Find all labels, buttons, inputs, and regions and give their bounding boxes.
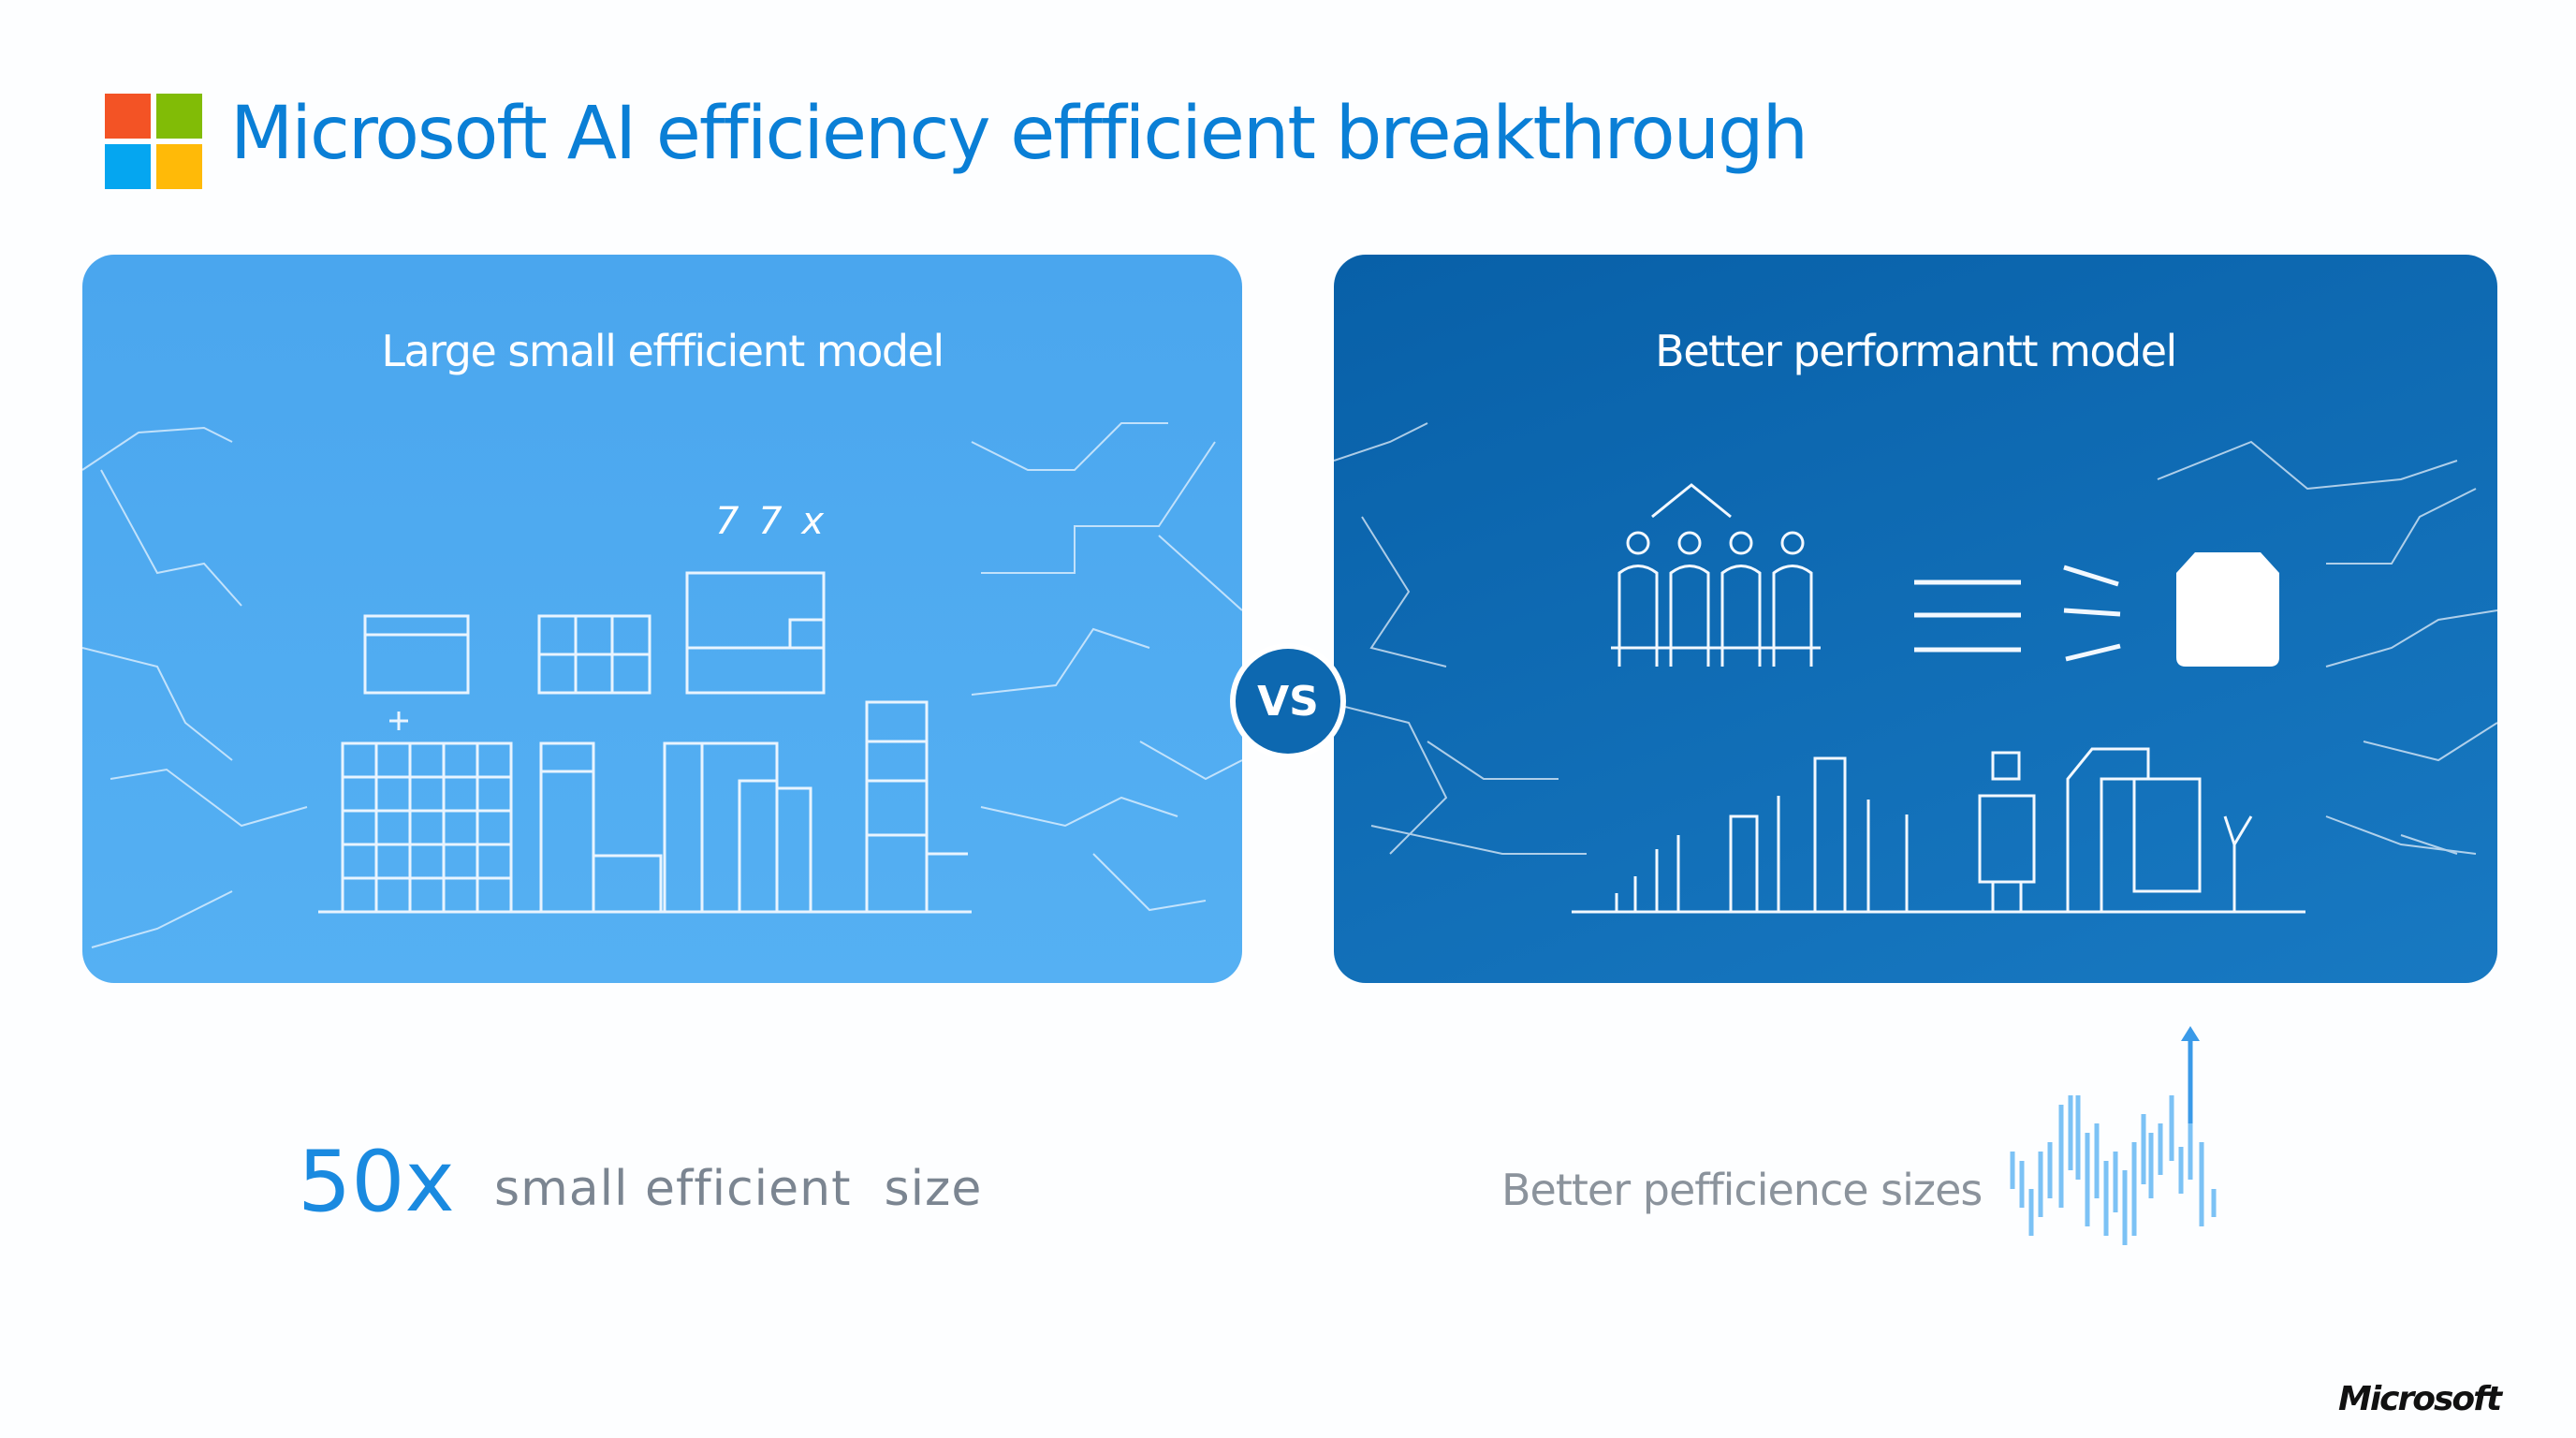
page-title: Microsoft AI efficiency effficient break… — [230, 92, 1808, 176]
vs-badge: VS — [1236, 649, 1340, 754]
network-lines-icon — [82, 422, 1242, 948]
right-stat-label: Better pefficience sizes — [1501, 1165, 1983, 1215]
right-panel-card: Better performantt model — [1334, 255, 2497, 983]
right-panel-title: Better performantt model — [1655, 326, 2177, 376]
network-buildings-illustration — [82, 422, 1242, 948]
bar-growth-icon — [1572, 747, 2305, 914]
network-lines-icon — [1334, 422, 2497, 855]
people-group-icon — [1611, 483, 1821, 667]
stat-label: small efficient size — [494, 1161, 983, 1217]
server-box-icon — [2176, 552, 2279, 667]
stat-value: 50x — [298, 1133, 455, 1231]
left-panel-title: Large small effficient model — [381, 326, 944, 376]
microsoft-logo — [105, 94, 202, 189]
footer-brand: Microsoft — [2338, 1380, 2502, 1418]
performance-illustration — [1334, 422, 2497, 914]
building-grid-icon — [318, 571, 972, 914]
equals-lines-icon — [1914, 565, 2121, 662]
multiplier-annotation: 7 7 x — [715, 500, 827, 543]
left-panel-card: Large small effficient model 7 7 — [82, 255, 1242, 983]
waveform-chart-icon — [2010, 1026, 2217, 1245]
